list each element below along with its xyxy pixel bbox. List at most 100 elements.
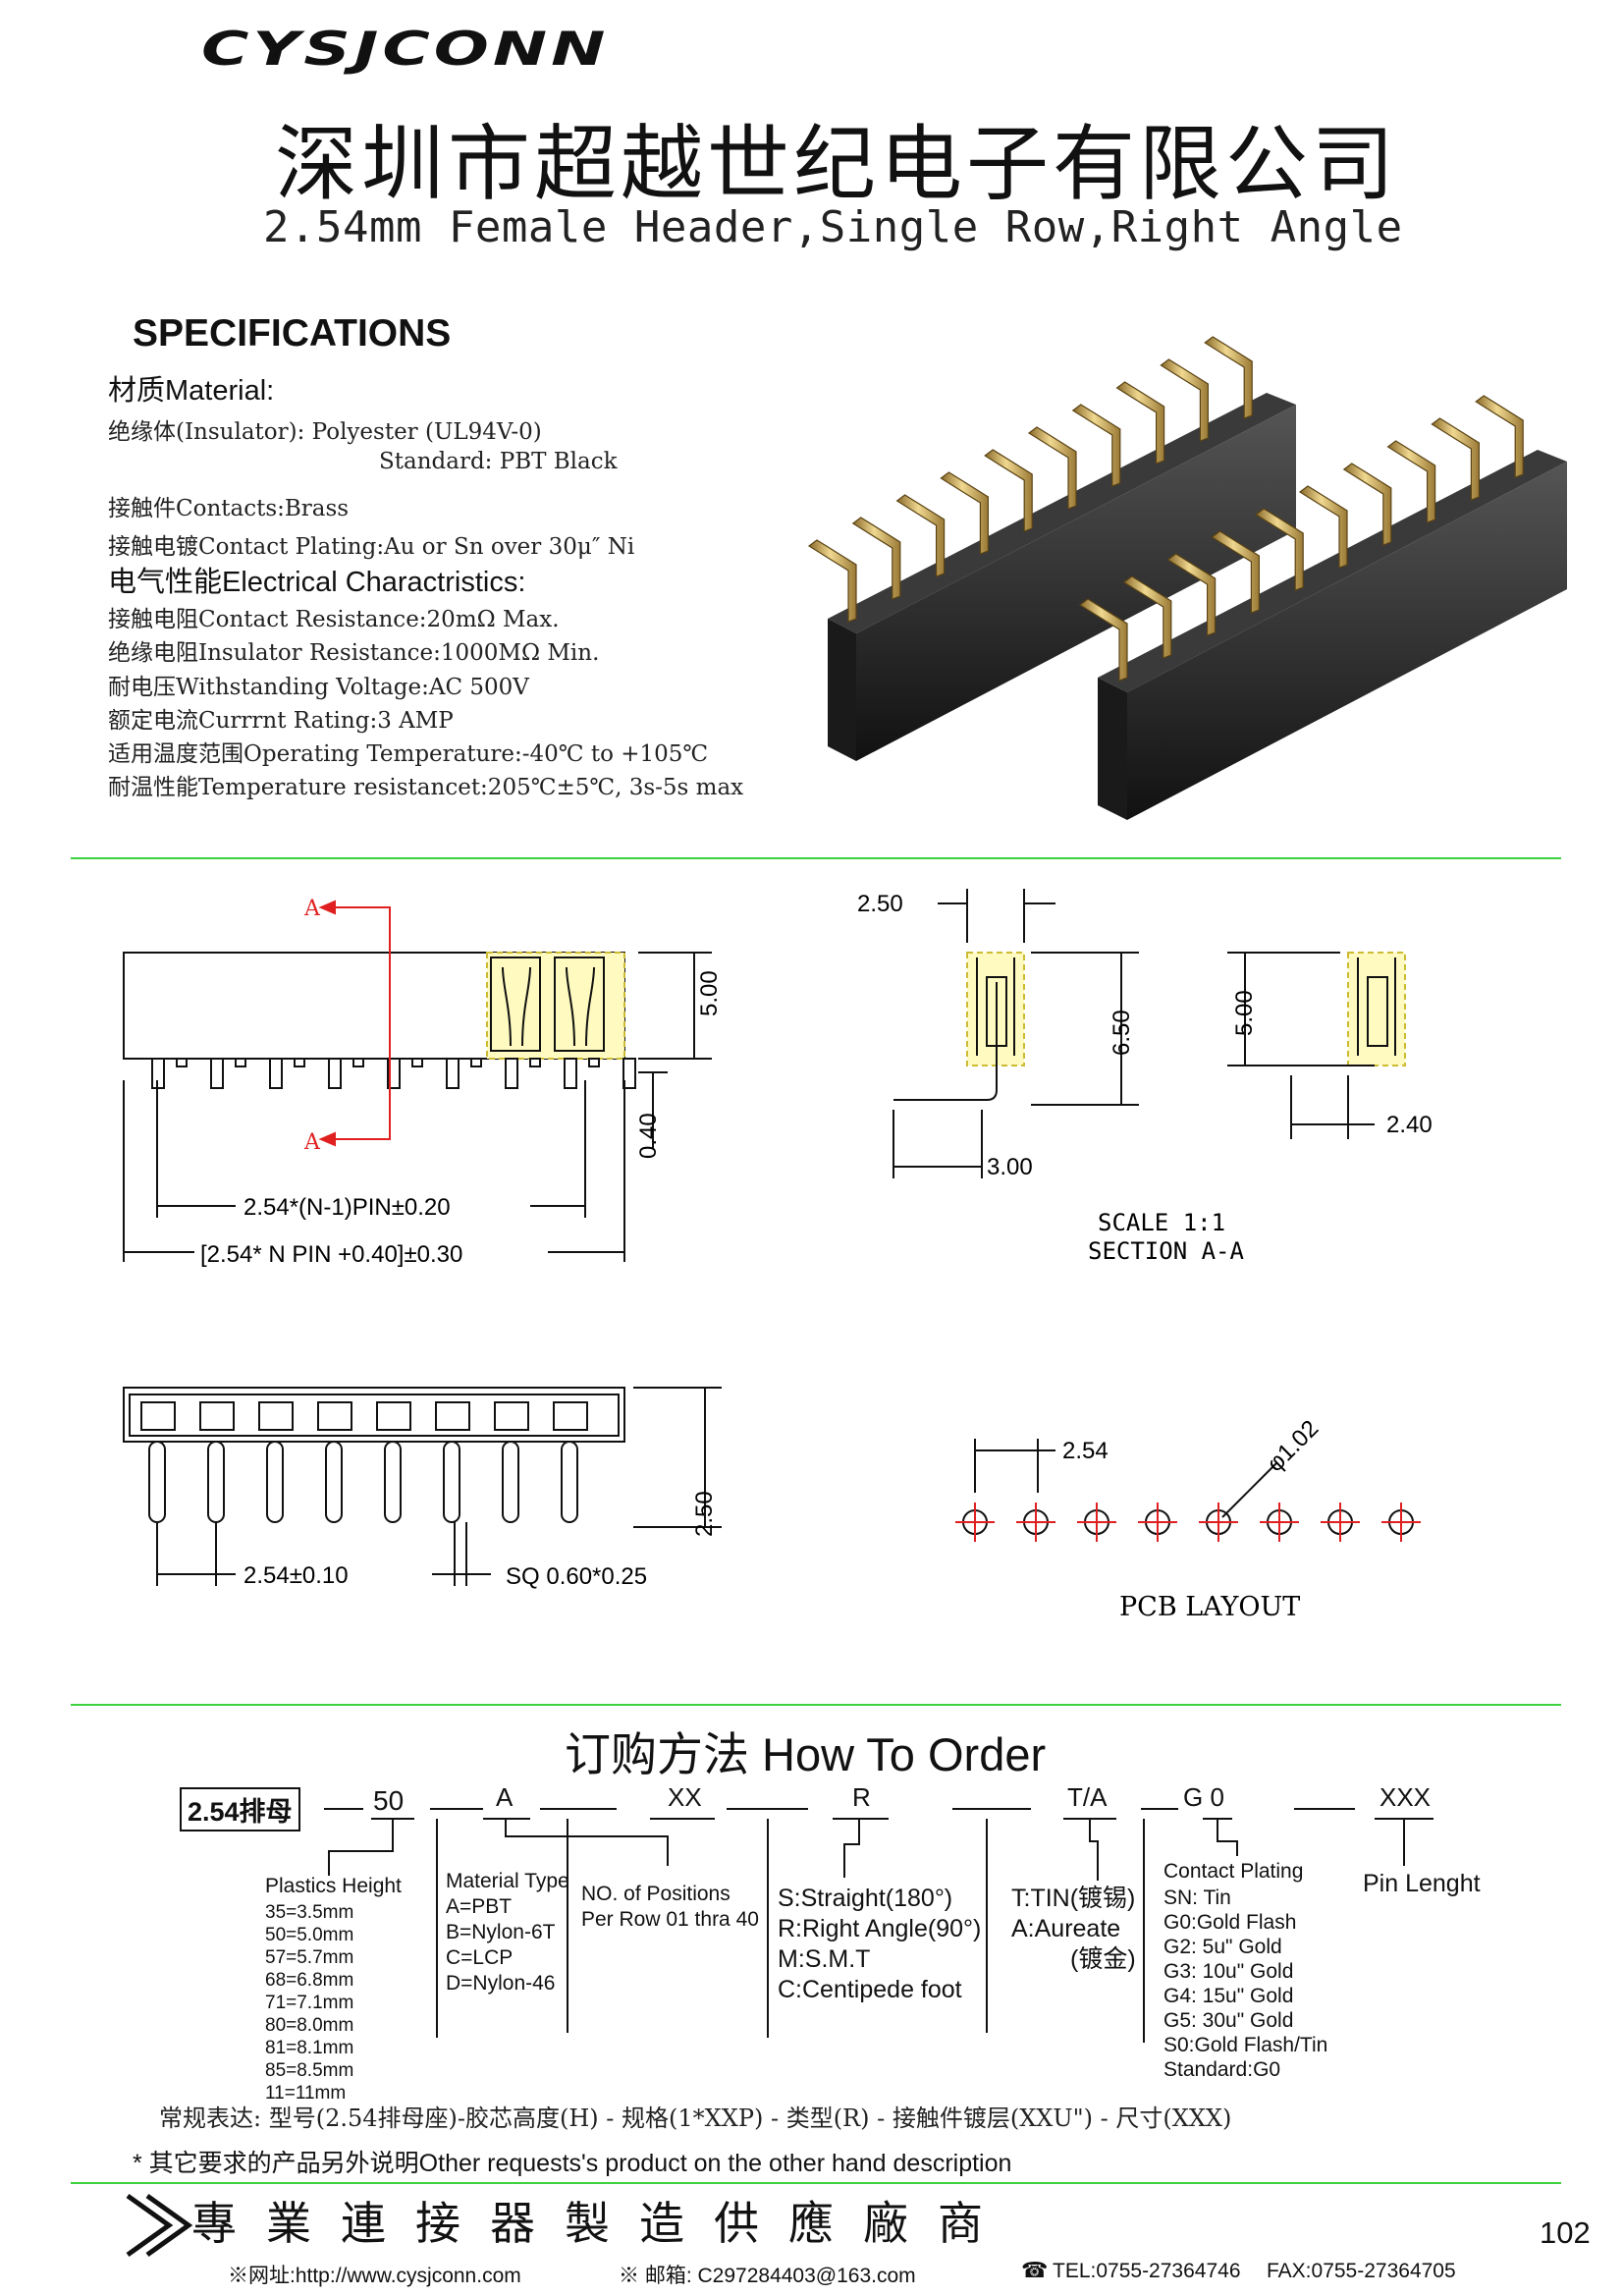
front-view-notch (588, 1058, 600, 1067)
order-code-ta: T/A (1067, 1782, 1108, 1812)
top-view-cavity (140, 1401, 176, 1431)
dim-5-00: 5.00 (696, 970, 723, 1016)
list-item: 71=7.1mm (265, 1993, 354, 2013)
list-item: 68=6.8mm (265, 1970, 354, 1991)
front-view-pin (269, 1058, 283, 1089)
list-item: C:Centipede foot (778, 1976, 962, 2003)
top-view-pin (384, 1441, 402, 1523)
front-view-notch (470, 1058, 482, 1067)
spec-insulator: 绝缘体(Insulator): Polyester (UL94V-0) (108, 419, 542, 445)
type-list: S:Straight(180°) R:Right Angle(90°) M:S.… (778, 1884, 981, 2005)
list-item: 80=8.0mm (265, 2015, 354, 2036)
front-view-pin (446, 1058, 460, 1089)
list-item: G5: 30u" Gold (1163, 2009, 1294, 2032)
positions-text: NO. of Positions Per Row 01 thra 40 (581, 1882, 759, 1933)
front-view-notch (176, 1058, 188, 1067)
material-title: Material Type (446, 1870, 569, 1892)
list-item: 50=5.0mm (265, 1925, 354, 1945)
front-view-pin (622, 1058, 636, 1089)
front-view-notch (294, 1058, 305, 1067)
order-code-height: 50 (373, 1785, 405, 1816)
top-view-cavity (199, 1401, 235, 1431)
company-logo: CYSJCONN (201, 22, 610, 77)
list-item: G2: 5u" Gold (1163, 1936, 1282, 1958)
pin-length-label: Pin Lenght (1363, 1870, 1481, 1897)
dim-2-50-top: 2.50 (857, 891, 903, 917)
spec-operating-temp: 适用温度范围Operating Temperature:-40℃ to +105… (108, 741, 709, 767)
top-view-pin (561, 1441, 578, 1523)
top-view-cavity (494, 1401, 529, 1431)
order-code-base: 2.54排母 (180, 1787, 300, 1831)
list-item: 11=11mm (265, 2083, 347, 2104)
list-item: A=PBT (446, 1895, 513, 1918)
list-item: C=LCP (446, 1946, 514, 1969)
how-to-order-title: 订购方法 How To Order (565, 1728, 1047, 1780)
list-item: (镀金) (1070, 1945, 1136, 1973)
top-view-pin (148, 1441, 166, 1523)
ta-list: T:TIN(镀锡) A:Aureate (镀金) (1011, 1884, 1136, 1975)
divider-2 (71, 1704, 1561, 1706)
list-item: B=Nylon-6T (446, 1921, 556, 1943)
list-item: R:Right Angle(90°) (778, 1915, 982, 1942)
page-number: 102 (1540, 2215, 1591, 2250)
telephone: TEL:0755-27364746 (1053, 2260, 1241, 2282)
list-item: 85=8.5mm (265, 2060, 354, 2081)
dim-2-40: 2.40 (1386, 1112, 1433, 1138)
spec-standard: Standard: PBT Black (379, 449, 618, 474)
other-requests-note: * 其它要求的产品另外说明Other requests's product on… (133, 2150, 1012, 2177)
list-item: Standard:G0 (1163, 2058, 1281, 2081)
section-marker-top: A (303, 897, 321, 921)
top-view-pin (325, 1441, 343, 1523)
front-view-pin (505, 1058, 518, 1089)
list-item: M:S.M.T (778, 1945, 871, 1973)
top-view-cavity (553, 1401, 588, 1431)
order-code-length: XXX (1380, 1782, 1432, 1812)
height-list: 35=3.5mm 50=5.0mm 57=5.7mm 68=6.8mm 71=7… (265, 1901, 353, 2105)
product-title: 2.54mm Female Header,Single Row,Right An… (263, 202, 1403, 252)
spec-contacts: 接触件Contacts:Brass (108, 496, 350, 521)
top-view-pin (443, 1441, 460, 1523)
electrical-label: 电气性能Electrical Charactristics: (108, 567, 526, 598)
front-view-notch (529, 1058, 541, 1067)
list-item: SN: Tin (1163, 1886, 1231, 1909)
material-label: 材质Material: (108, 375, 275, 407)
list-item: G4: 15u" Gold (1163, 1985, 1294, 2007)
divider-3 (71, 2182, 1561, 2184)
pcb-layout-label: PCB LAYOUT (1119, 1592, 1300, 1622)
fax: FAX:0755-27364705 (1267, 2260, 1456, 2282)
dim-pitch-tolerance: 2.54±0.10 (243, 1562, 349, 1589)
email-link[interactable]: ※ 邮箱: C297284403@163.com (619, 2265, 916, 2287)
front-view-pin (564, 1058, 577, 1089)
top-view-cavity (317, 1401, 352, 1431)
pcb-pitch: 2.54 (1062, 1438, 1109, 1464)
dim-5-00-side: 5.00 (1231, 990, 1258, 1036)
dim-6-50: 6.50 (1109, 1010, 1135, 1056)
list-item: G0:Gold Flash (1163, 1911, 1297, 1934)
website-link[interactable]: ※网址:http://www.cysjconn.com (228, 2265, 521, 2287)
spec-contact-resistance: 接触电阻Contact Resistance:20mΩ Max. (108, 607, 560, 632)
standard-expression: 常规表达: 型号(2.54排母座)-胶芯高度(H) - 规格(1*XXP) - … (159, 2105, 1232, 2132)
plating-title: Contact Plating (1163, 1860, 1304, 1883)
list-item: S0:Gold Flash/Tin (1163, 2034, 1328, 2056)
top-view-pin (502, 1441, 519, 1523)
spec-plating: 接触电镀Contact Plating:Au or Sn over 30μ″ N… (108, 534, 635, 560)
positions-line: NO. of Positions (581, 1883, 730, 1905)
spec-temp-resistance: 耐温性能Temperature resistancet:205℃±5℃, 3s-… (108, 775, 744, 800)
list-item: 35=3.5mm (265, 1902, 354, 1923)
list-item: S:Straight(180°) (778, 1885, 953, 1912)
order-code-material: A (496, 1782, 514, 1812)
dim-square-pin: SQ 0.60*0.25 (506, 1563, 647, 1590)
dim-pitch-formula: 2.54*(N-1)PIN±0.20 (243, 1194, 451, 1221)
section-marker-bottom: A (303, 1130, 321, 1155)
front-view-notch (235, 1058, 246, 1067)
height-title: Plastics Height (265, 1875, 402, 1897)
spec-insulator-resistance: 绝缘电阻Insulator Resistance:1000MΩ Min. (108, 640, 600, 666)
top-view-pin (207, 1441, 225, 1523)
material-list: A=PBT B=Nylon-6T C=LCP D=Nylon-46 (446, 1894, 555, 1996)
scale-label: SCALE 1:1 (1098, 1209, 1225, 1236)
front-view-pin (328, 1058, 342, 1089)
dim-length-formula: [2.54* N PIN +0.40]±0.30 (200, 1241, 462, 1268)
